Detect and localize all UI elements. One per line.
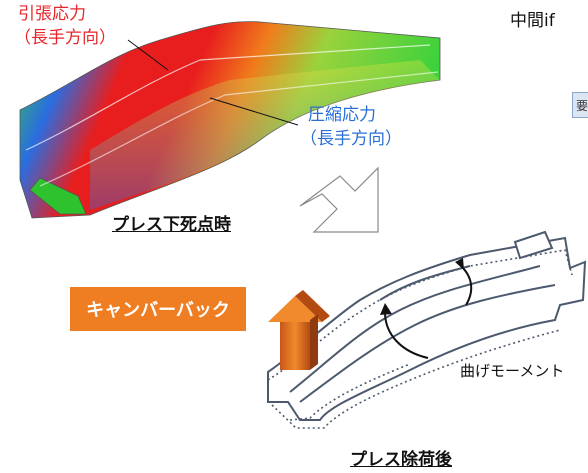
- compressive-direction-label: （長手方向）: [300, 129, 402, 149]
- camber-back-badge: キャンバーバック: [70, 287, 246, 331]
- springback-end-box: [513, 230, 554, 260]
- side-box: 要: [572, 92, 588, 118]
- tensile-stress-label: 引張応力: [18, 4, 86, 24]
- bending-moment-label: 曲げモーメント: [460, 362, 565, 380]
- bottom-dead-center-caption: プレス下死点時: [112, 215, 231, 235]
- side-box-text: 要: [576, 99, 588, 113]
- moment-arrow-upper-head: [455, 258, 464, 270]
- compressive-leader-line: [209, 97, 299, 126]
- camber-up-arrow: [268, 290, 330, 370]
- cut-off-title: 中間if: [510, 11, 555, 31]
- after-unloading-caption: プレス除荷後: [350, 450, 452, 470]
- process-arrow: [299, 166, 379, 233]
- tensile-direction-label: （長手方向）: [14, 28, 116, 48]
- tensile-leader-line: [127, 39, 169, 71]
- compressive-stress-label: 圧縮応力: [308, 105, 376, 125]
- stress-contour-part: [19, 21, 441, 219]
- moment-arrow-lower-head: [380, 303, 392, 315]
- moment-arrow-lower: [384, 311, 429, 359]
- springback-dotted-outline: [267, 249, 573, 429]
